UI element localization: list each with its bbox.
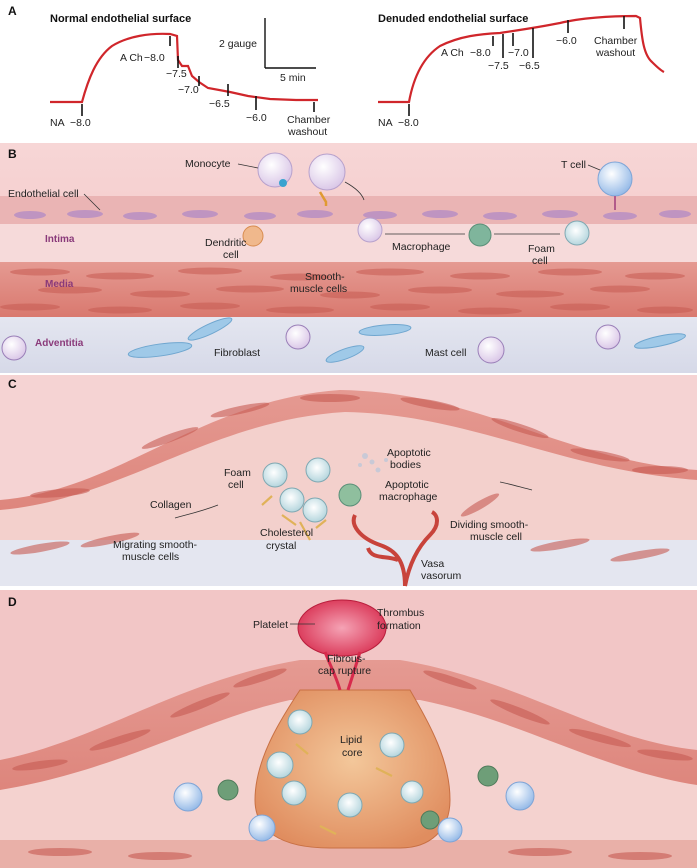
mast-cell-2 (478, 337, 504, 363)
denuded-washout-1: Chamber (594, 35, 638, 47)
normal-75-label: −7.5 (166, 68, 187, 80)
thrombus-label-1: Thrombus (377, 607, 424, 619)
denuded-surface-title: Denuded endothelial surface (378, 13, 528, 25)
dendritic-label-1: Dendritic (205, 237, 246, 249)
apoptotic-bodies-label-2: bodies (390, 459, 421, 471)
fibroblast-label: Fibroblast (214, 347, 260, 359)
platelet-label: Platelet (253, 619, 288, 631)
monocyte-receptor-1 (279, 179, 287, 187)
panel-d-label: D (8, 595, 17, 609)
denuded-na-label: NA (378, 117, 393, 129)
monocyte-label: Monocyte (185, 158, 231, 170)
normal-60-label: −6.0 (246, 112, 267, 124)
macrophage (469, 224, 491, 246)
panel-b-label: B (8, 147, 17, 161)
adventitia-layer (0, 317, 697, 373)
lipid-core-label-1: Lipid (340, 734, 362, 746)
cholesterol-label-1: Cholesterol (260, 527, 313, 539)
panel-c-adventitia (0, 540, 697, 586)
mast-cell-3 (596, 325, 620, 349)
normal-ach-dose: −8.0 (144, 52, 165, 64)
transmigrating-monocyte (358, 218, 382, 242)
thrombus-label-2: formation (377, 620, 421, 632)
normal-washout-1: Chamber (287, 114, 331, 126)
migrating-label-1: Migrating smooth- (113, 539, 198, 551)
smc-label-1: Smooth- (305, 271, 345, 283)
vasa-label-2: vasorum (421, 570, 462, 582)
thrombus (298, 600, 386, 656)
foam-label-c-1: Foam (224, 467, 251, 479)
smc-label-2: muscle cells (290, 283, 347, 295)
macrophage-label: Macrophage (392, 241, 451, 253)
denuded-ach-dose: −8.0 (470, 47, 491, 59)
panel-a: A Normal endothelial surface Denuded end… (8, 4, 664, 138)
intima-layer (0, 224, 697, 262)
normal-70-label: −7.0 (178, 84, 199, 96)
panel-c-label: C (8, 377, 17, 391)
scale-time-label: 5 min (280, 72, 306, 84)
media-label: Media (45, 279, 74, 290)
t-cell-label: T cell (561, 159, 586, 171)
t-cell (598, 162, 632, 196)
lipid-core-label-2: core (342, 747, 363, 759)
foam-label-2: cell (532, 255, 548, 267)
panel-c: C Apoptotic bodies Foam cell Apoptotic m… (0, 375, 697, 586)
apoptotic-mac-label-2: macrophage (379, 491, 438, 503)
normal-washout-2: washout (287, 126, 327, 138)
apoptotic-mac-label-1: Apoptotic (385, 479, 429, 491)
endothelial-cell-label: Endothelial cell (8, 188, 79, 200)
dividing-label-2: muscle cell (470, 531, 522, 543)
panel-a-label: A (8, 4, 17, 18)
foam-label-c-2: cell (228, 479, 244, 491)
normal-na-label: NA (50, 117, 65, 129)
apoptotic-bodies-label-1: Apoptotic (387, 447, 431, 459)
normal-65-label: −6.5 (209, 98, 230, 110)
mast-cell-label: Mast cell (425, 347, 466, 359)
denuded-70-label: −7.0 (508, 47, 529, 59)
dividing-label-1: Dividing smooth- (450, 519, 529, 531)
rupture-label-2: cap rupture (318, 665, 371, 677)
collagen-label: Collagen (150, 499, 192, 511)
foam-label-1: Foam (528, 243, 555, 255)
intima-label: Intima (45, 234, 75, 245)
cholesterol-label-2: crystal (266, 540, 296, 552)
foam-cell (565, 221, 589, 245)
denuded-60-label: −6.0 (556, 35, 577, 47)
migrating-label-2: muscle cells (122, 551, 179, 563)
normal-ach-label: A Ch (120, 52, 143, 64)
denuded-na-dose: −8.0 (398, 117, 419, 129)
mast-cell-1 (286, 325, 310, 349)
monocyte-1 (258, 153, 292, 187)
panel-d: D Platelet Thrombus formation Fibrous- c… (0, 590, 697, 868)
dendritic-label-2: cell (223, 249, 239, 261)
denuded-65-label: −6.5 (519, 60, 540, 72)
normal-na-dose: −8.0 (70, 117, 91, 129)
panel-b: B Monocyte T cell Endothelial cell Intim… (0, 143, 697, 373)
vasa-label-1: Vasa (421, 558, 444, 570)
rupture-label-1: Fibrous- (327, 653, 366, 665)
scale-gauge-label: 2 gauge (219, 38, 257, 50)
endothelium-layer (0, 196, 697, 224)
denuded-washout-2: washout (595, 47, 635, 59)
adventitia-label: Adventitia (35, 338, 84, 349)
denuded-ach-label: A Ch (441, 47, 464, 59)
adventitia-cell-left (2, 336, 26, 360)
normal-surface-title: Normal endothelial surface (50, 13, 191, 25)
monocyte-2 (309, 154, 345, 190)
denuded-75-label: −7.5 (488, 60, 509, 72)
denuded-tension-trace (378, 16, 664, 102)
